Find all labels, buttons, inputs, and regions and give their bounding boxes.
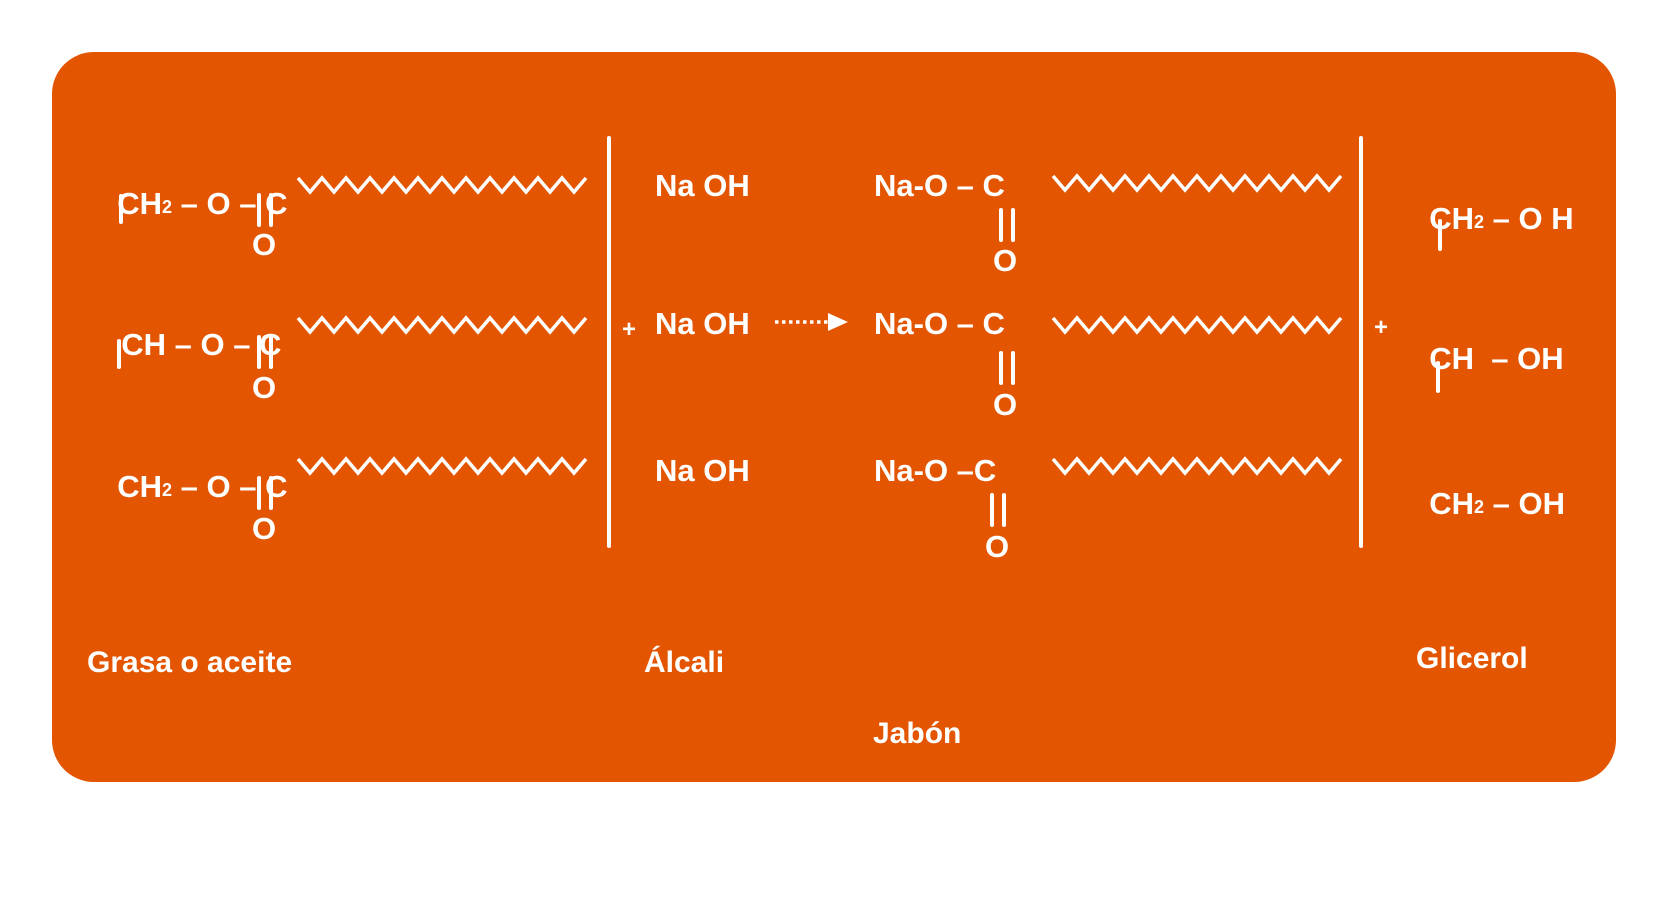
- soap-carbonyl-o-3: O: [985, 529, 1010, 564]
- label-soap-line1: Jabón: [873, 717, 962, 750]
- fatty-chain: [1051, 315, 1343, 335]
- soap-row-2: Na-O – C: [874, 306, 1005, 341]
- soap-row-3: Na-O –C: [874, 453, 997, 488]
- glycerol-row-1: CH2 – O H: [1429, 201, 1574, 236]
- alkali-naoh-1: Na OH: [655, 168, 750, 203]
- reactant-row-1: CH2 – O – C: [117, 186, 288, 221]
- label-glycerol: Glicerol: [1416, 642, 1528, 675]
- reactant-carbonyl-o-2: O: [252, 370, 277, 405]
- fatty-chain: [1051, 456, 1343, 476]
- alkali-naoh-3: Na OH: [655, 453, 750, 488]
- reactant-row-3: CH2 – O – C: [117, 469, 288, 504]
- bond-lines: [117, 136, 1442, 548]
- label-alkali: Álcali: [644, 646, 725, 679]
- reactant-carbonyl-o-1: O: [252, 227, 277, 262]
- plus-sign-1: +: [622, 316, 637, 343]
- soap-carbonyl-o-1: O: [993, 243, 1018, 278]
- reactant-carbonyl-o-3: O: [252, 511, 277, 546]
- label-soap: Jabón (Sal de ácido graso): [873, 640, 1158, 903]
- label-fat: Grasa o aceite: [87, 646, 293, 679]
- fatty-chain: [296, 456, 588, 476]
- fatty-chain: [296, 175, 588, 195]
- plus-sign-2: +: [1374, 314, 1389, 341]
- reaction-panel: [52, 52, 1616, 782]
- soap-carbonyl-o-2: O: [993, 387, 1018, 422]
- glycerol-row-3: CH2 – OH: [1429, 486, 1565, 521]
- soap-row-1: Na-O – C: [874, 168, 1005, 203]
- alkali-naoh-2: Na OH: [655, 306, 750, 341]
- glycerol-row-2: CH – OH: [1429, 341, 1564, 376]
- label-soap-line2: (Sal de ácido graso): [873, 829, 1159, 863]
- fatty-chain: [1051, 173, 1343, 193]
- fatty-chain: [296, 315, 588, 335]
- reactant-row-2: CH – O – C: [121, 327, 282, 362]
- arrow-dotted-right-icon: [775, 313, 848, 331]
